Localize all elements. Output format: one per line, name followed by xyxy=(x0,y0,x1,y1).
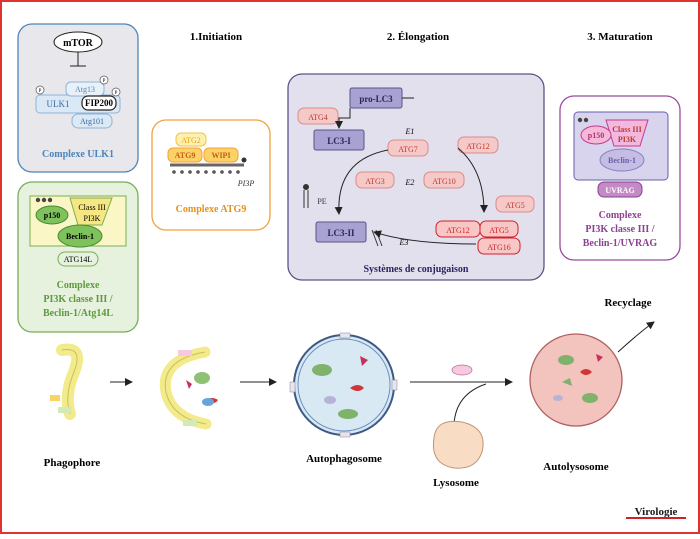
atg2-label: ATG2 xyxy=(181,136,201,145)
atg16-label: ATG16 xyxy=(487,243,511,252)
atg5-label: ATG5 xyxy=(505,201,525,210)
ulk1-label: ULK1 xyxy=(47,99,70,109)
phagophore-illustration xyxy=(50,343,83,420)
pi3k-atg14l-complex: Class III PI3K p150 Beclin-1 ATG14L Comp… xyxy=(17,181,139,333)
phagophore-label: Phagophore xyxy=(44,457,101,469)
fip200-label: FIP200 xyxy=(85,98,113,108)
e3-label: E3 xyxy=(399,238,409,247)
virologie-logo: Virologie xyxy=(624,502,686,520)
beclin1-label: Beclin-1 xyxy=(66,232,94,241)
class3-label: Class III xyxy=(78,203,106,212)
pro-lc3-label: pro-LC3 xyxy=(359,94,393,104)
ulk1-complex: mTOR ULK1 Atg13 FIP200 Atg101 P P P Comp… xyxy=(17,23,139,173)
lysosome-fusion-arrow xyxy=(453,383,487,425)
autolysosome-label: Autolysosome xyxy=(543,461,609,473)
uvrag-pi3k-label: PI3K xyxy=(618,135,637,144)
uvrag-beclin1-label: Beclin-1 xyxy=(608,156,636,165)
e2-label: E2 xyxy=(405,178,415,187)
uvrag-title-line2: PI3K classe III / xyxy=(585,224,654,235)
pi3k-atg14l-title-line2: PI3K classe III / xyxy=(43,294,112,305)
atg3-label: ATG3 xyxy=(365,177,385,186)
atg14l-label: ATG14L xyxy=(64,255,93,264)
p150-label: p150 xyxy=(44,211,60,220)
atg12-label: ATG12 xyxy=(466,142,490,151)
ulk1-complex-title: Complexe ULK1 xyxy=(42,149,114,160)
pi3k-atg14l-title-line1: Complexe xyxy=(57,280,100,291)
phospho-marker: P xyxy=(103,79,106,84)
uvrag-p150-label: p150 xyxy=(588,131,604,140)
pi3k-label: PI3K xyxy=(84,214,101,223)
atg5-complex-label: ATG5 xyxy=(489,226,509,235)
autophagosome-label: Autophagosome xyxy=(306,453,382,465)
uvrag-title-line3: Beclin-1/UVRAG xyxy=(583,238,658,249)
wipi-label: WIPI xyxy=(211,151,230,160)
uvrag-label: UVRAG xyxy=(605,186,634,195)
uvrag-title-line1: Complexe xyxy=(599,210,642,221)
uvrag-complex: Class III PI3K p150 Beclin-1 UVRAG Compl… xyxy=(559,95,681,261)
pi3p-label: PI3P xyxy=(237,179,255,188)
e1-label: E1 xyxy=(405,127,415,136)
atg13-label: Atg13 xyxy=(75,85,95,94)
conjugation-title: Systèmes de conjugaison xyxy=(363,264,468,275)
atg101-label: Atg101 xyxy=(80,117,104,126)
atg7-label: ATG7 xyxy=(398,145,418,154)
lc3-i-label: LC3-I xyxy=(327,136,351,146)
lysosome-label: Lysosome xyxy=(433,477,479,489)
recycling-arrow xyxy=(617,321,655,353)
autolysosome-illustration xyxy=(529,333,623,427)
stage-initiation-heading: 1.Initiation xyxy=(190,31,242,43)
lysosome-illustration xyxy=(432,420,484,469)
stage-maturation-heading: 3. Maturation xyxy=(587,31,652,43)
phospho-marker: P xyxy=(115,91,118,96)
phospho-marker: P xyxy=(39,89,42,94)
stage-elongation-heading: 2. Élongation xyxy=(387,31,449,43)
elongating-membrane-illustration xyxy=(159,346,218,430)
atg4-label: ATG4 xyxy=(308,113,328,122)
lc3-ii-label: LC3-II xyxy=(327,228,355,238)
atg10-label: ATG10 xyxy=(432,177,456,186)
atg9-label: ATG9 xyxy=(175,151,196,160)
conjugation-systems: pro-LC3 ATG4 LC3-I E1 ATG7 ATG12 ATG3 E2… xyxy=(287,73,545,281)
atg9-complex-title: Complexe ATG9 xyxy=(176,204,247,215)
recyclage-label: Recyclage xyxy=(604,297,651,309)
pi3k-atg14l-title-line3: Beclin-1/Atg14L xyxy=(43,308,113,319)
autophagosome-illustration xyxy=(289,332,398,438)
vesicle xyxy=(451,364,473,376)
uvrag-class3-label: Class III xyxy=(612,125,642,134)
pe-label: PE xyxy=(317,197,326,206)
logo-text: Virologie xyxy=(635,506,678,518)
atg9-complex: ATG2 ATG9 WIPI PI3P Complexe ATG9 xyxy=(151,119,271,231)
atg12-complex-label: ATG12 xyxy=(446,226,470,235)
mtor-label: mTOR xyxy=(63,38,94,49)
